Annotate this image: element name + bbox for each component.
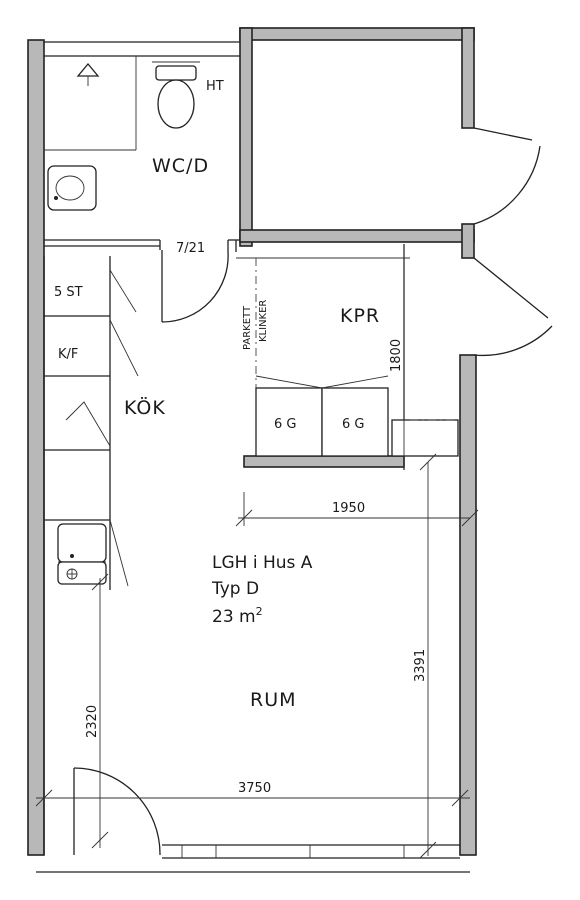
window <box>162 844 460 859</box>
wardrobe-left-label: 6 G <box>274 417 296 432</box>
room-label-living: RUM <box>250 689 297 711</box>
apartment-area-sup: 2 <box>256 605 263 618</box>
dimension-3750 <box>35 789 470 807</box>
storage-left-wall <box>239 27 253 247</box>
floor-parkett-label: PARKETT <box>242 305 253 350</box>
left-exterior-wall <box>27 39 45 856</box>
dimension-2320 <box>91 573 109 849</box>
dimension-1800-label: 1800 <box>389 339 404 372</box>
storage-right-wall <box>461 27 475 129</box>
closet-bottom-wall <box>243 455 405 468</box>
kitchen-sink-icon <box>57 523 107 585</box>
dimension-1950-label: 1950 <box>332 501 365 516</box>
room-label-wc: WC/D <box>152 155 209 177</box>
storage-door[interactable] <box>473 127 541 225</box>
dimension-3391-label: 3391 <box>413 649 428 682</box>
shelf <box>391 419 459 457</box>
entrance-door[interactable] <box>473 257 553 357</box>
storage-bottom-wall <box>239 229 475 243</box>
dimension-2320-label: 2320 <box>85 705 100 738</box>
dimension-1950 <box>235 492 479 527</box>
apartment-type: Typ D <box>211 579 259 599</box>
fridge-label: K/F <box>58 347 78 362</box>
toilet-icon <box>152 61 200 129</box>
wardrobe-right-label: 6 G <box>342 417 364 432</box>
door-size-label: 7/21 <box>176 241 205 256</box>
apartment-name: LGH i Hus A <box>212 553 313 573</box>
wardrobe-right <box>321 387 389 457</box>
room-door[interactable] <box>73 767 161 856</box>
counter-diagonal <box>109 519 129 587</box>
cabinet-diagonal <box>65 401 111 447</box>
apartment-area-value: 23 m <box>212 607 256 627</box>
walls <box>27 27 477 856</box>
wardrobe-left <box>255 387 323 457</box>
kitchen-counter <box>44 256 139 590</box>
wardrobe-doors <box>255 375 389 389</box>
right-exterior-wall <box>459 354 477 856</box>
floor-klinker-label: KLINKER <box>258 300 269 342</box>
bathroom-sink-icon <box>47 165 97 211</box>
stove-label: 5 ST <box>54 285 83 300</box>
storage-right-wall-lower <box>461 223 475 259</box>
dimension-3391 <box>419 453 437 859</box>
shower-head-icon <box>76 62 100 77</box>
top-wall-storage <box>239 27 475 41</box>
ht-label: HT <box>206 79 224 94</box>
apartment-area: 23 m2 <box>212 605 263 627</box>
room-label-kitchen: KÖK <box>124 396 166 419</box>
room-label-closet: KPR <box>340 305 380 327</box>
dimension-3750-label: 3750 <box>238 781 271 796</box>
bathroom-door[interactable] <box>161 250 229 323</box>
